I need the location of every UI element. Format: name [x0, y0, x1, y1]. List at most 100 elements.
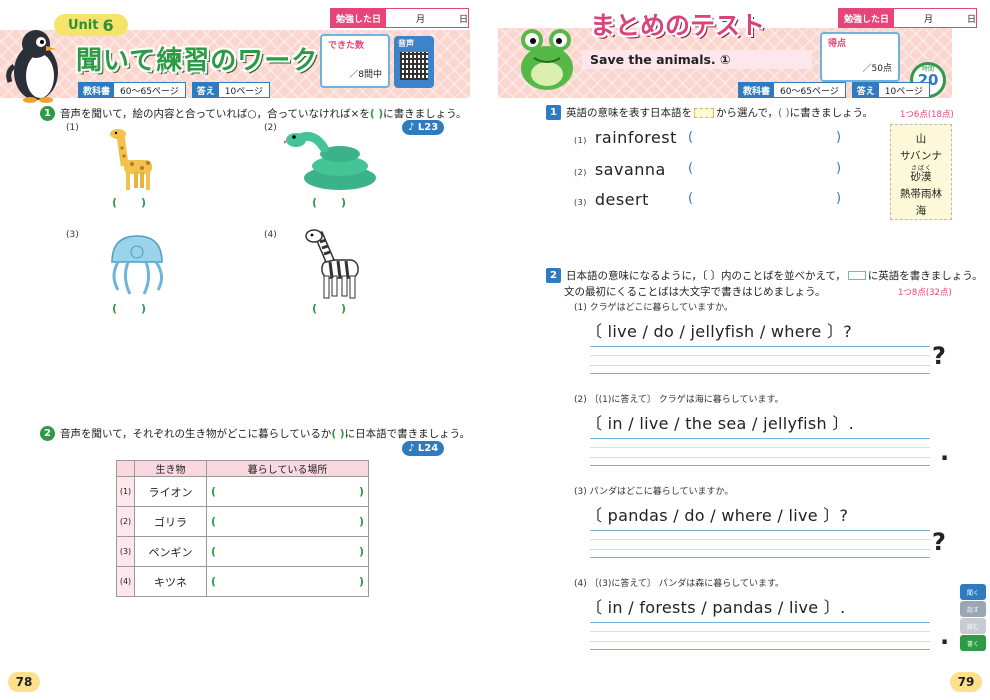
answer-lines-2[interactable] — [590, 438, 930, 466]
word-index: (1) — [574, 136, 587, 145]
unit-number: 6 — [102, 15, 114, 35]
study-date-month: 月 — [924, 14, 934, 25]
scrambled-sentence-4: 〔 in / forests / pandas / live 〕. — [586, 598, 846, 617]
page-number-right: 79 — [950, 672, 982, 692]
table-row: (1) ライオン () — [116, 476, 369, 507]
q1-answer-3[interactable]: () — [112, 302, 170, 315]
paren-close: ) — [378, 107, 384, 120]
giraffe-icon — [110, 129, 152, 190]
test-question-2-heading: 2 日本語の意味になるように，〔 〕内のことばを並べかえて， に英語を書きましょ… — [546, 268, 983, 283]
answer-2-open[interactable]: ( — [688, 161, 694, 176]
answer-2-close[interactable]: ) — [836, 161, 842, 176]
q1-answer-4[interactable]: () — [312, 302, 370, 315]
table-header-row: 生き物 暮らしている場所 — [116, 460, 369, 477]
table-row: (4) キツネ () — [116, 566, 369, 597]
word-item-2: (2)savanna — [574, 160, 666, 179]
qr-code-icon[interactable] — [400, 52, 428, 80]
right-page: 勉強した日 月 日 まとめのテスト Save the animals. ① 得点… — [498, 0, 990, 700]
q1-answer-2[interactable]: () — [312, 196, 370, 209]
choice-item: 砂漠さばく — [891, 165, 951, 186]
textbook-ref-value: 60～65ページ — [780, 86, 839, 97]
habitat-table: 生き物 暮らしている場所 (1) ライオン () (2) ゴリラ () (3) … — [116, 460, 369, 597]
habitat-answer-field[interactable]: () — [206, 506, 369, 537]
choice-list-box: 山 サバンナ 砂漠さばく 熱帯雨林 海 — [890, 124, 952, 220]
write-tab[interactable]: 書く — [960, 635, 986, 651]
q1-answer-1[interactable]: () — [112, 196, 170, 209]
question-2-heading: 2 音声を聞いて，それぞれの生き物がどこに暮らしているか ( ) に日本語で書き… — [40, 426, 470, 441]
test-question-1-text-post: に書きましょう。 — [789, 107, 873, 119]
answer-lines-3[interactable] — [590, 530, 930, 558]
question-1-number: 1 — [40, 106, 55, 121]
frog-icon — [521, 29, 573, 90]
answer-3-close[interactable]: ) — [836, 191, 842, 206]
audio-label: 音声 — [398, 39, 414, 48]
table-row: (3) ペンギン () — [116, 536, 369, 567]
question-1-paren: ( ) — [370, 108, 383, 120]
paren-close: ) — [358, 575, 364, 588]
sentence-prompt-1: (1) クラゲはどこに暮らしていますか。 — [574, 303, 733, 313]
test-subtitle: Save the animals. ① — [582, 50, 812, 69]
answer-ref-key: 答え — [852, 83, 879, 97]
question-1-text-post: に書きましょう。 — [383, 108, 467, 120]
end-mark-2: . — [940, 438, 950, 466]
word-text: desert — [594, 190, 649, 209]
score-box: 得点 ／50点 — [820, 32, 900, 82]
listen-tab[interactable]: 聞く — [960, 584, 986, 600]
q2-points: 1つ8点(32点) — [898, 288, 952, 298]
q1-item-3-index: (3) — [66, 230, 79, 240]
end-mark-1: ? — [932, 342, 946, 370]
test-question-1-number: 1 — [546, 105, 561, 120]
row-index: (1) — [116, 476, 135, 507]
read-tab[interactable]: 読む — [960, 618, 986, 634]
textbook-ref: 教科書 60～65ページ — [78, 82, 186, 98]
audio-box[interactable]: 音声 — [394, 36, 434, 88]
paren-open: ( — [331, 427, 337, 440]
track-l24-badge[interactable]: ♪ L24 — [402, 441, 445, 456]
done-count-box: できた数 ／8問中 — [320, 34, 390, 88]
choice-ruby: さばく — [910, 165, 932, 172]
answer-lines-4[interactable] — [590, 622, 930, 650]
scrambled-sentence-1: 〔 live / do / jellyfish / where 〕? — [586, 322, 853, 341]
end-mark-4: . — [940, 622, 950, 650]
habitat-answer-field[interactable]: () — [206, 566, 369, 597]
speak-tab[interactable]: 話す — [960, 601, 986, 617]
unit-label: Unit — [68, 17, 99, 33]
study-date-day: 日 — [459, 14, 469, 25]
done-count-value: ／8問中 — [349, 70, 382, 80]
paren-open: ( — [211, 575, 217, 588]
penguin-icon — [6, 30, 58, 103]
done-count-label: できた数 — [328, 41, 365, 51]
question-1-text-pre: 音声を聞いて，絵の内容と合っていれば○，合っていなければ×を — [60, 108, 370, 120]
test-question-2-line1-pre: 日本語の意味になるように，〔 〕内のことばを並べかえて， — [566, 270, 846, 282]
textbook-ref-key: 教科書 — [79, 83, 115, 97]
answer-1-open[interactable]: ( — [688, 130, 694, 145]
q1-item-1-index: (1) — [66, 123, 79, 133]
creature-name: ライオン — [134, 476, 207, 507]
test-question-2-line1-post: に英語を書きましょう。 — [867, 270, 983, 282]
habitat-answer-field[interactable]: () — [206, 536, 369, 567]
question-2-text-pre: 音声を聞いて，それぞれの生き物がどこに暮らしているか — [60, 428, 332, 440]
table-row: (2) ゴリラ () — [116, 506, 369, 537]
answer-1-close[interactable]: ) — [836, 130, 842, 145]
answer-ref-key: 答え — [192, 83, 219, 97]
question-2-number: 2 — [40, 426, 55, 441]
word-item-3: (3) desert — [574, 190, 649, 209]
study-date-label: 勉強した日 — [331, 9, 387, 27]
textbook-ref-value: 60～65ページ — [120, 86, 179, 97]
end-mark-3: ? — [932, 528, 946, 556]
habitat-answer-field[interactable]: () — [206, 476, 369, 507]
study-date-box: 勉強した日 月 日 — [838, 8, 978, 28]
question-2-paren: ( ) — [331, 428, 344, 440]
choice-item: サバンナ — [899, 150, 943, 162]
table-header-place: 暮らしている場所 — [206, 460, 369, 477]
answer-lines-1[interactable] — [590, 346, 930, 374]
track-l23-badge[interactable]: ♪ L23 — [402, 120, 445, 135]
word-index: (3) — [574, 198, 587, 207]
answer-3-open[interactable]: ( — [688, 191, 694, 206]
paren-close: ) — [785, 106, 790, 119]
paren-open: ( — [112, 196, 142, 209]
